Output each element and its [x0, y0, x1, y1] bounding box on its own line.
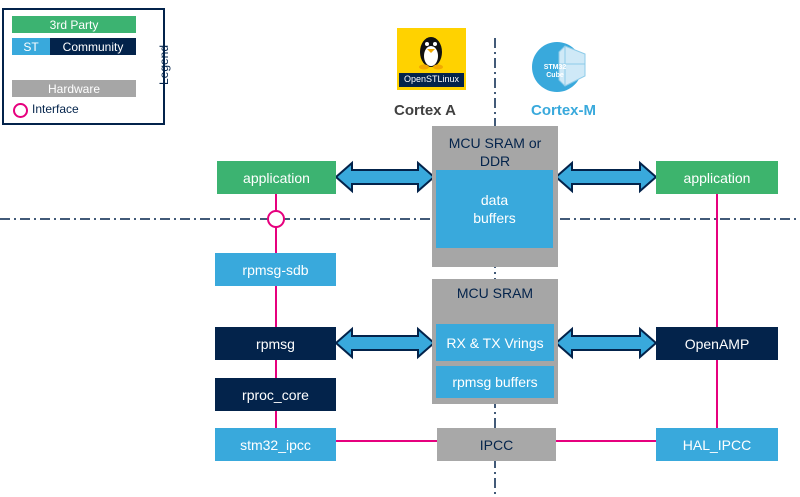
openamp-box: OpenAMP: [656, 327, 778, 360]
legend-third-party: 3rd Party: [12, 16, 136, 33]
openstlinux-logo: OpenSTLinux: [397, 28, 466, 90]
openstlinux-logo-text: OpenSTLinux: [403, 74, 460, 84]
legend-interface-icon: [13, 103, 28, 118]
interface-circle: [267, 210, 285, 228]
rpmsg-sdb-box: rpmsg-sdb: [215, 253, 336, 286]
mcu-sram-ddr-label: MCU SRAM or DDR: [448, 135, 542, 169]
rpmsg-buffers-box: rpmsg buffers: [436, 366, 554, 398]
right-application-box: application: [656, 161, 778, 194]
rproc-core-box: rproc_core: [215, 378, 336, 411]
vrings-box: RX & TX Vrings: [436, 324, 554, 361]
ipcc-box: IPCC: [437, 428, 556, 461]
legend-title: Legend: [157, 44, 172, 86]
cube-icon: [532, 42, 586, 92]
cortex-m-title: Cortex-M: [531, 102, 597, 119]
stm32cube-logo: STM32 Cube: [527, 40, 595, 94]
tux-penguin-icon: [399, 37, 464, 87]
hal-ipcc-box: HAL_IPCC: [656, 428, 778, 461]
mcu-sram-label: MCU SRAM: [456, 285, 534, 301]
legend: 3rd Party ST Community Hardware Interfac…: [2, 8, 171, 125]
rpmsg-box: rpmsg: [215, 327, 336, 360]
arrow-left-app-data: [334, 160, 436, 194]
data-buffers-box: data buffers: [436, 170, 553, 248]
stm32-ipcc-box: stm32_ipcc: [215, 428, 336, 461]
arrow-vrings-openamp: [554, 326, 658, 360]
legend-interface-label: Interface: [32, 102, 79, 116]
arrow-rpmsg-vrings: [334, 326, 436, 360]
left-application-box: application: [217, 161, 336, 194]
cortex-a-title: Cortex A: [394, 102, 456, 119]
arrow-right-app-data: [554, 160, 658, 194]
legend-st: ST: [12, 38, 50, 55]
stm32cube-logo-text: STM32 Cube: [543, 64, 567, 79]
mcu-sram-ddr-block: MCU SRAM or DDR data buffers: [432, 126, 558, 267]
mcu-sram-block: MCU SRAM RX & TX Vrings rpmsg buffers: [432, 279, 558, 404]
legend-hardware: Hardware: [12, 80, 136, 97]
legend-community: Community: [50, 38, 136, 55]
